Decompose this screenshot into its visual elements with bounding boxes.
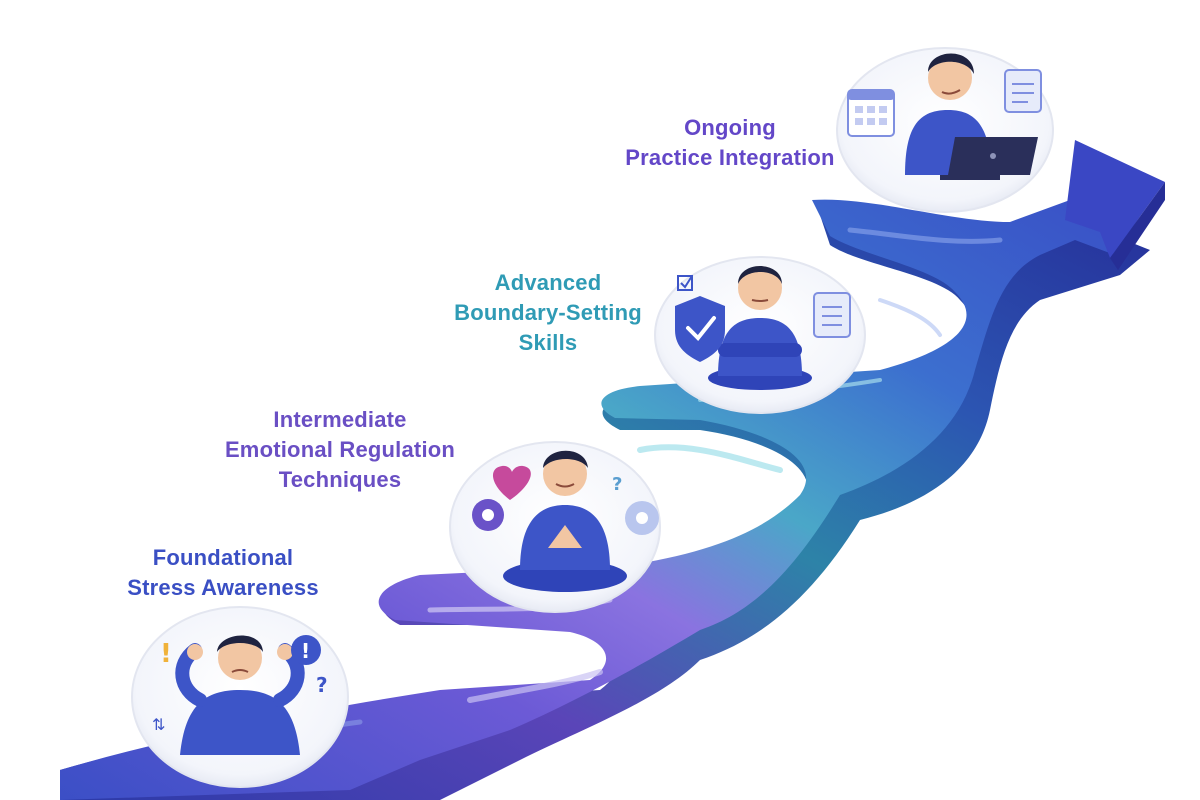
alert-badge-icon <box>291 635 321 665</box>
gear-icon <box>472 499 504 531</box>
clipboard-icon <box>813 292 851 338</box>
checkbox-icon <box>677 275 693 291</box>
laptop-icon <box>940 137 1038 180</box>
stage-2-line1: Intermediate <box>273 407 407 432</box>
calendar-icon <box>847 89 895 137</box>
svg-text:!: ! <box>301 639 310 663</box>
path-top <box>60 150 1160 800</box>
stage-4-label: Ongoing Practice Integration <box>600 113 860 173</box>
stage-2-label: Intermediate Emotional Regulation Techni… <box>196 405 484 495</box>
stage-3-line1: Advanced <box>494 270 602 295</box>
notepad-icon <box>1004 69 1042 113</box>
person-meditating-icon <box>503 450 627 592</box>
question-mark-icon: ? <box>612 474 622 495</box>
path-side <box>60 215 1150 800</box>
stage-2-line3: Techniques <box>278 467 402 492</box>
heart-icon <box>492 465 531 500</box>
path-highlight <box>878 298 942 337</box>
question-mark-icon: ? <box>316 673 328 697</box>
gear-icon <box>625 501 659 535</box>
stage-1-line2: Stress Awareness <box>127 575 319 600</box>
path-highlight <box>637 444 783 473</box>
shield-check-icon <box>675 296 725 362</box>
arrows-icon: ⇅ <box>152 715 165 734</box>
exclamation-icon: ! <box>160 639 172 669</box>
stage-2-line2: Emotional Regulation <box>224 437 456 462</box>
stage-4-illustration <box>836 47 1054 213</box>
stage-1-line1: Foundational <box>152 545 294 570</box>
path-highlight <box>847 227 1003 244</box>
person-stressed-icon <box>175 635 305 755</box>
stage-4-line2: Practice Integration <box>625 145 835 170</box>
stage-1-label: Foundational Stress Awareness <box>96 543 350 603</box>
stage-3-line3: Skills <box>518 330 578 355</box>
stage-3-label: Advanced Boundary-Setting Skills <box>430 268 666 358</box>
stage-1-illustration: ! ! ? ⇅ <box>131 606 349 788</box>
arrow-head-side <box>1110 182 1165 270</box>
stage-4-line1: Ongoing <box>684 115 776 140</box>
path-highlight <box>467 669 603 703</box>
stage-3-line2: Boundary-Setting <box>454 300 642 325</box>
stage-2-illustration: ? <box>449 441 661 613</box>
arrow-head-icon <box>1065 140 1165 258</box>
person-arms-crossed-icon <box>708 266 812 390</box>
stage-3-illustration <box>654 256 866 414</box>
